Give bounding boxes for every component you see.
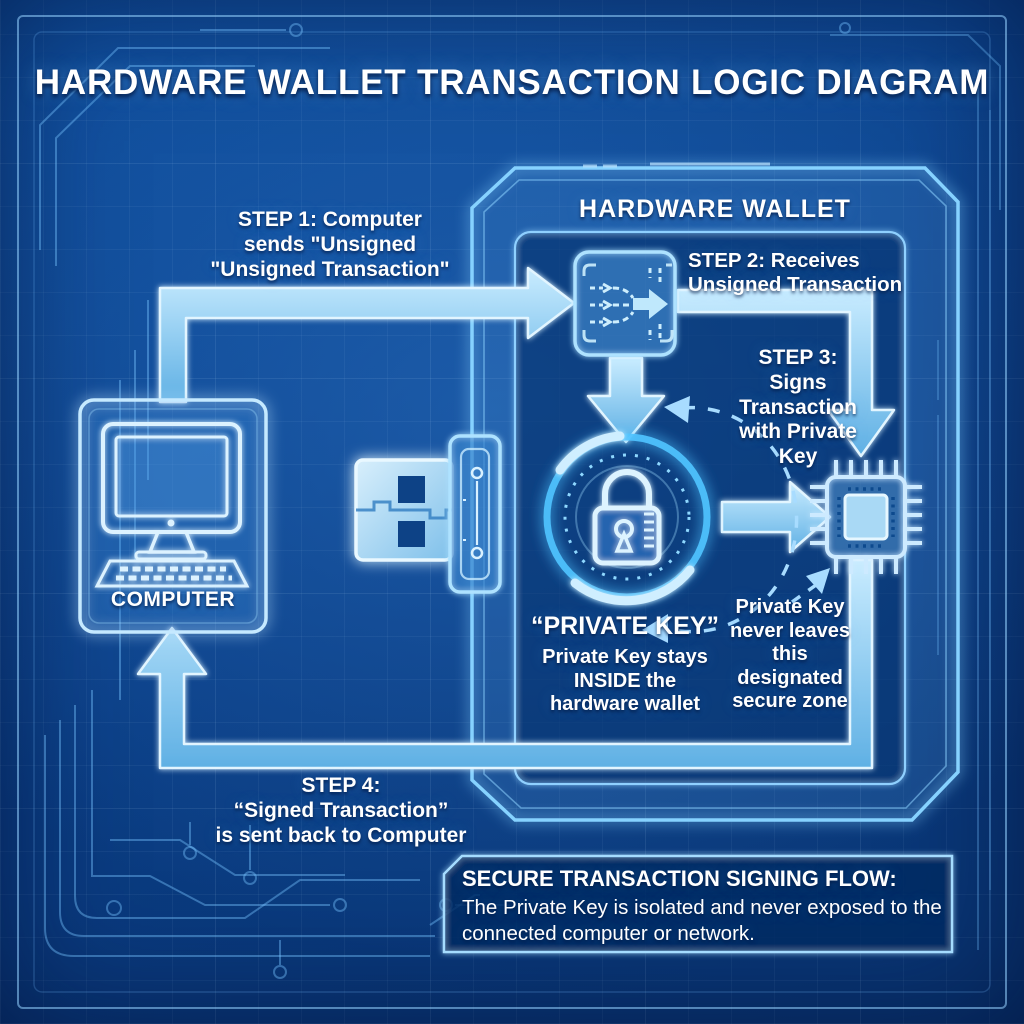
- private-key-title: “PRIVATE KEY”: [531, 612, 719, 640]
- computer-icon: [94, 422, 250, 588]
- footer-box: [442, 854, 954, 954]
- step1-arrow: [158, 266, 576, 404]
- usb-port-icon: [448, 434, 502, 594]
- usb-plug-icon: [354, 458, 454, 562]
- step2-arrow: [676, 288, 896, 458]
- circuit-traces: [39, 22, 1001, 979]
- hardware-wallet-label: HARDWARE WALLET: [579, 195, 851, 223]
- computer-label: COMPUTER: [110, 588, 236, 611]
- secure-cycle-dashed-arc: [642, 396, 830, 643]
- receive-to-key-arrow: [586, 356, 666, 444]
- outer-frame: [17, 15, 1007, 1009]
- step4-return-arrow: [136, 558, 874, 770]
- chip-icon: [810, 460, 922, 574]
- step-4-label: STEP 4: “Signed Transaction” is sent bac…: [215, 774, 467, 847]
- footer-heading: SECURE TRANSACTION SIGNING FLOW:: [462, 866, 897, 891]
- data-flow-icon: [573, 250, 677, 357]
- footer-body: The Private Key is isolated and never ex…: [462, 896, 942, 945]
- padlock-icon: [592, 469, 662, 566]
- secure-zone-note: Private Key never leaves this designated…: [729, 596, 851, 713]
- private-key-note: Private Key stays INSIDE the hardware wa…: [542, 646, 708, 716]
- page-title: HARDWARE WALLET TRANSACTION LOGIC DIAGRA…: [34, 63, 990, 102]
- step-1-label: STEP 1: Computer sends "Unsigned "Unsign…: [210, 208, 450, 281]
- step-2-label: STEP 2: Receives Unsigned Transaction: [688, 249, 903, 297]
- secure-ring-icon: [543, 431, 711, 606]
- key-to-chip-arrow: [720, 480, 832, 554]
- step-3-label: STEP 3: Signs Transaction with Private K…: [739, 346, 857, 469]
